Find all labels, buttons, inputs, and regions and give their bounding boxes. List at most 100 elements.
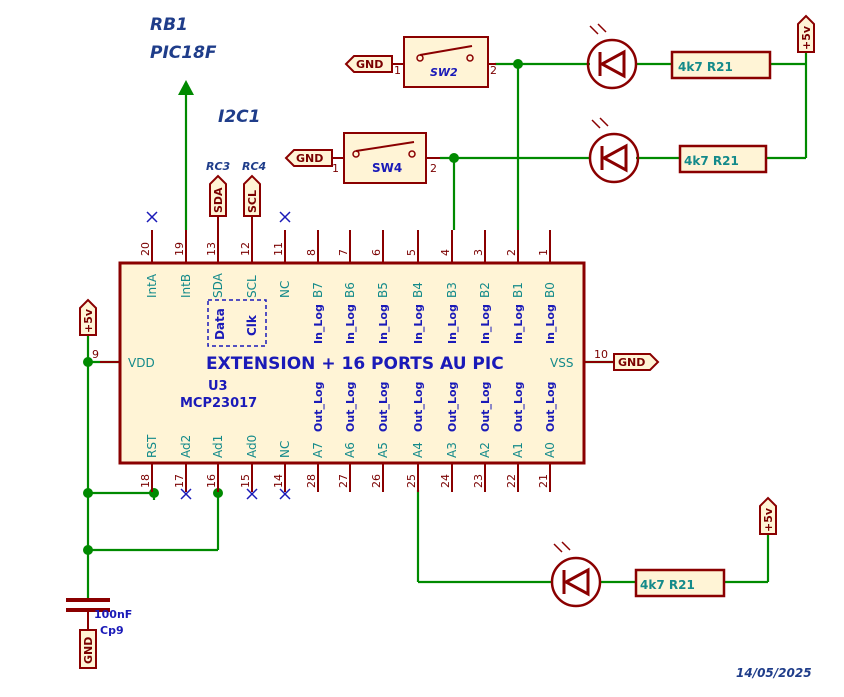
pin-name: B0: [543, 282, 557, 298]
capacitor-cp9: 100nF Cp9: [66, 590, 132, 637]
pin-name: IntB: [179, 274, 193, 298]
pin-name: RST: [145, 434, 159, 458]
out-log-label: Out_Log: [312, 382, 325, 432]
pin-number: 20: [139, 242, 152, 256]
svg-text:GND: GND: [82, 637, 95, 664]
svg-text:4k7 R21: 4k7 R21: [640, 578, 695, 592]
scl-tag-label: SCL: [246, 190, 259, 213]
pin-number: 5: [405, 249, 418, 256]
pin-ad1: 16 Ad1: [205, 435, 225, 492]
sw2-label: SW2: [430, 66, 458, 79]
in-log-label: In_Log: [544, 304, 557, 344]
junction: [213, 488, 223, 498]
pin-ad0: 15 Ad0: [239, 435, 259, 500]
pin-ad2: 17 Ad2: [173, 435, 193, 500]
pin-name: B1: [511, 282, 525, 298]
scl-tag: SCL: [243, 174, 261, 217]
net-i2c1: I2C1: [218, 107, 260, 127]
svg-text:4k7 R21: 4k7 R21: [684, 154, 739, 168]
chip-ref: U3: [208, 379, 228, 394]
net-rc3: RC3: [206, 160, 231, 173]
switch-sw2: SW2 1 2: [392, 36, 497, 88]
resistor-r21-mid: 4k7 R21: [678, 144, 768, 174]
out-log-label: Out_Log: [344, 382, 357, 432]
pin-number: 23: [472, 474, 485, 488]
junction: [83, 488, 93, 498]
data-label: Data: [213, 308, 227, 340]
junction: [449, 153, 459, 163]
in-log-label: In_Log: [479, 304, 492, 344]
pin-name: Ad2: [179, 435, 193, 458]
pin-name: B7: [311, 282, 325, 298]
v5-tag-bottom: +5v: [759, 496, 777, 535]
led-icon: [586, 23, 638, 90]
pin-name: A2: [478, 442, 492, 458]
pin-name: Ad1: [211, 435, 225, 458]
net-pic18f: PIC18F: [150, 43, 217, 63]
junction: [83, 545, 93, 555]
svg-text:+5v: +5v: [82, 308, 95, 333]
in-log-label: In_Log: [512, 304, 525, 344]
pin-number: 17: [173, 474, 186, 488]
pin-number: 7: [337, 249, 350, 256]
out-log-label: Out_Log: [512, 382, 525, 432]
arrow-up-icon: [178, 80, 194, 95]
pin-number: 15: [239, 474, 252, 488]
sw4-label: SW4: [372, 161, 402, 175]
pin-number: 26: [370, 474, 383, 488]
pin-name: B6: [343, 282, 357, 298]
resistor-r21-top: 4k7 R21: [670, 50, 772, 80]
cap-ref: Cp9: [100, 624, 124, 637]
net-rb1: RB1: [150, 15, 188, 35]
date-label: 14/05/2025: [736, 666, 812, 680]
pin-number: 16: [205, 474, 218, 488]
pin-name: NC: [278, 281, 292, 298]
pin-name: B3: [445, 282, 459, 298]
pin-number: 11: [272, 242, 285, 256]
pin-name: Ad0: [245, 435, 259, 458]
v5-tag-vdd: +5v: [79, 298, 97, 336]
pin-number: 13: [205, 242, 218, 256]
svg-text:9: 9: [92, 348, 99, 361]
vss-label: VSS: [550, 356, 573, 370]
out-log-label: Out_Log: [446, 382, 459, 432]
pin-number: 21: [537, 474, 550, 488]
pin-number: 25: [405, 474, 418, 488]
pin-number: 22: [505, 474, 518, 488]
pin-name: A5: [376, 442, 390, 458]
sda-tag: SDA: [209, 174, 227, 217]
svg-text:4k7 R21: 4k7 R21: [678, 60, 733, 74]
chip-title: EXTENSION + 16 PORTS AU PIC: [206, 354, 504, 374]
junction: [83, 357, 93, 367]
pin-number: 8: [305, 249, 318, 256]
pin-name: A0: [543, 442, 557, 458]
gnd-tag-cap: GND: [79, 629, 97, 669]
chip-mcp23017: 9 10 VDD VSS EXTENSION + 16 PORTS AU PIC…: [92, 211, 614, 500]
pin-number: 14: [272, 474, 285, 488]
v5-tag-top: +5v: [797, 14, 815, 53]
pin-number: 6: [370, 249, 383, 256]
svg-text:2: 2: [430, 162, 437, 175]
pin-number: 19: [173, 242, 186, 256]
pin-a5: 26 A5 Out_Log: [370, 382, 390, 492]
svg-text:10: 10: [594, 348, 608, 361]
svg-text:GND: GND: [296, 152, 323, 165]
pin-name: NC: [278, 441, 292, 458]
pin-number: 28: [305, 474, 318, 488]
junction: [149, 488, 159, 498]
sda-tag-label: SDA: [212, 187, 225, 213]
top-pins: 20IntA19IntB13SDA12SCL11NC8B7In_Log7B6In…: [139, 211, 557, 344]
no-connect-icon: [180, 488, 192, 500]
out-log-label: Out_Log: [377, 382, 390, 432]
no-connect-icon: [279, 488, 291, 500]
